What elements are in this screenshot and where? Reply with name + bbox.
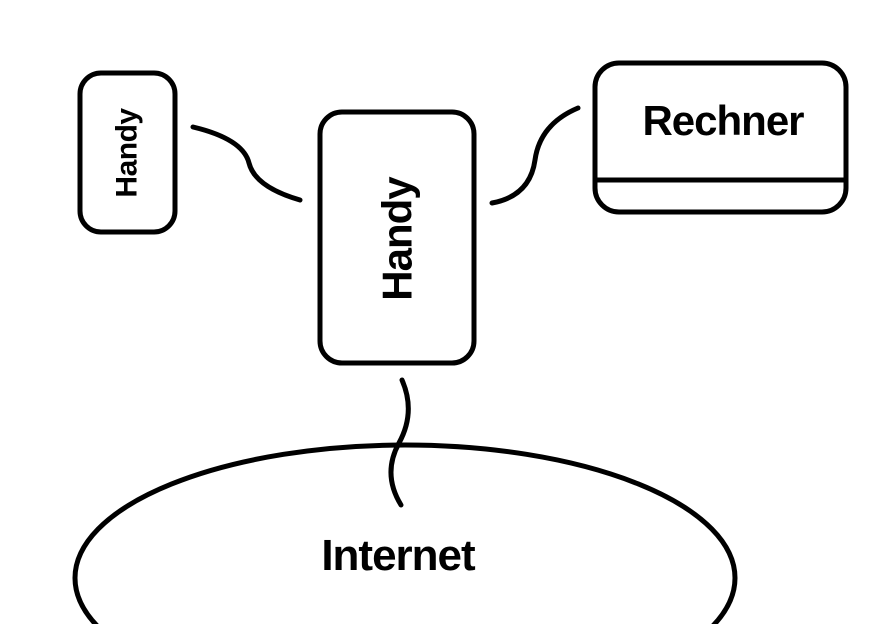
internet-node xyxy=(72,442,738,624)
internet-label: Internet xyxy=(321,531,476,580)
edge-handy-center-to-internet xyxy=(388,377,411,508)
rechner-label: Rechner xyxy=(642,97,804,144)
handy-small-node xyxy=(77,70,178,235)
handy-center-label: Handy xyxy=(374,176,421,301)
rechner-node xyxy=(592,60,849,215)
edge-handy-small-to-handy-center xyxy=(190,124,303,203)
handy-small-label: Handy xyxy=(111,108,144,198)
handy-center-node xyxy=(317,109,477,366)
edge-handy-center-to-rechner xyxy=(489,105,581,206)
